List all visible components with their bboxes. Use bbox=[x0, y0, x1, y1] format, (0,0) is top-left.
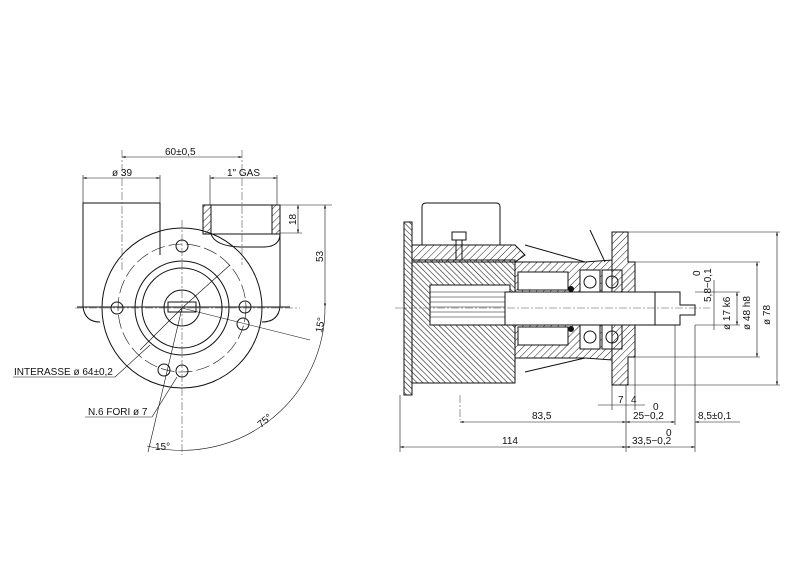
shaft bbox=[504, 291, 656, 326]
housing-taper-top bbox=[524, 244, 586, 263]
port-thread-right bbox=[271, 204, 281, 235]
mounting-plate bbox=[403, 221, 413, 396]
bearing-ball bbox=[583, 330, 597, 344]
bolt-hole bbox=[157, 363, 171, 377]
leader-bolt-circle bbox=[114, 344, 151, 378]
dim-83-5: 83,5 bbox=[532, 411, 552, 422]
dim-port-thread: 1" GAS bbox=[227, 168, 260, 179]
bearing-race bbox=[579, 269, 601, 295]
radial-line bbox=[139, 307, 183, 351]
dim-height: 53 bbox=[315, 250, 326, 262]
dim-spigot-diameter: ø 48 h8 bbox=[742, 296, 753, 330]
impeller-vanes bbox=[430, 291, 505, 318]
housing-taper-bottom bbox=[524, 357, 586, 373]
impeller bbox=[429, 284, 511, 326]
leader-line bbox=[589, 229, 606, 263]
dim-key-depth-tolerance: 0 bbox=[692, 270, 703, 276]
dim-port-depth: 18 bbox=[288, 213, 299, 225]
angle-lower: 15° bbox=[155, 442, 170, 453]
dim-25-tolerance: 0 bbox=[653, 402, 659, 413]
dim-25: 25−0,2 bbox=[633, 411, 664, 422]
screw-head bbox=[451, 231, 467, 241]
top-housing bbox=[421, 202, 501, 245]
bearing-race bbox=[579, 324, 601, 350]
label-holes: N.6 FORI ø 7 bbox=[88, 407, 148, 418]
dim-8-5: 8,5±0,1 bbox=[698, 411, 732, 422]
port-neck bbox=[210, 233, 281, 248]
screw-shank bbox=[455, 239, 463, 261]
dim-shaft-diameter: ø 17 k6 bbox=[722, 296, 733, 330]
shaft-key-end bbox=[655, 291, 696, 326]
dim-4: 4 bbox=[631, 395, 637, 406]
outlet-body bbox=[82, 202, 161, 307]
front-view: 60±0,5 ø 39 1" GAS 18 53 15° 75° 15° INT… bbox=[13, 147, 332, 455]
body-top-wall bbox=[411, 244, 526, 263]
dim-center-distance: 60±0,5 bbox=[165, 147, 196, 158]
body-fillet-left bbox=[82, 306, 101, 323]
dim-key-depth: 5,8−0,1 bbox=[703, 268, 714, 302]
bearing-ball bbox=[583, 275, 597, 289]
radial-line bbox=[181, 264, 231, 309]
side-view: ø 78 ø 48 h8 ø 17 k6 5,8−0,1 0 7 4 83,5 … bbox=[395, 202, 780, 452]
angle-large: 75° bbox=[256, 412, 275, 430]
dim-outlet-diameter: ø 39 bbox=[112, 168, 132, 179]
label-bolt-circle: INTERASSE ø 64±0,2 bbox=[14, 367, 113, 378]
o-ring bbox=[568, 326, 574, 332]
bolt-hole bbox=[238, 300, 252, 314]
seal-lower bbox=[517, 326, 569, 346]
angle-arc bbox=[146, 306, 326, 451]
leader-holes bbox=[151, 376, 178, 418]
dim-flange-diameter: ø 78 bbox=[762, 305, 773, 325]
angle-upper: 15° bbox=[314, 317, 327, 334]
dim-7: 7 bbox=[618, 395, 624, 406]
bolt-hole bbox=[236, 317, 250, 331]
seal-upper bbox=[517, 271, 569, 291]
body-right-edge bbox=[261, 234, 281, 323]
dim-114: 114 bbox=[502, 436, 518, 447]
dim-33-5-tolerance: 0 bbox=[666, 428, 672, 439]
o-ring bbox=[568, 286, 574, 292]
port-thread-left bbox=[202, 204, 212, 235]
radial-line bbox=[147, 307, 183, 453]
dim-33-5: 33,5−0,2 bbox=[632, 436, 672, 447]
radial-line bbox=[181, 307, 311, 341]
